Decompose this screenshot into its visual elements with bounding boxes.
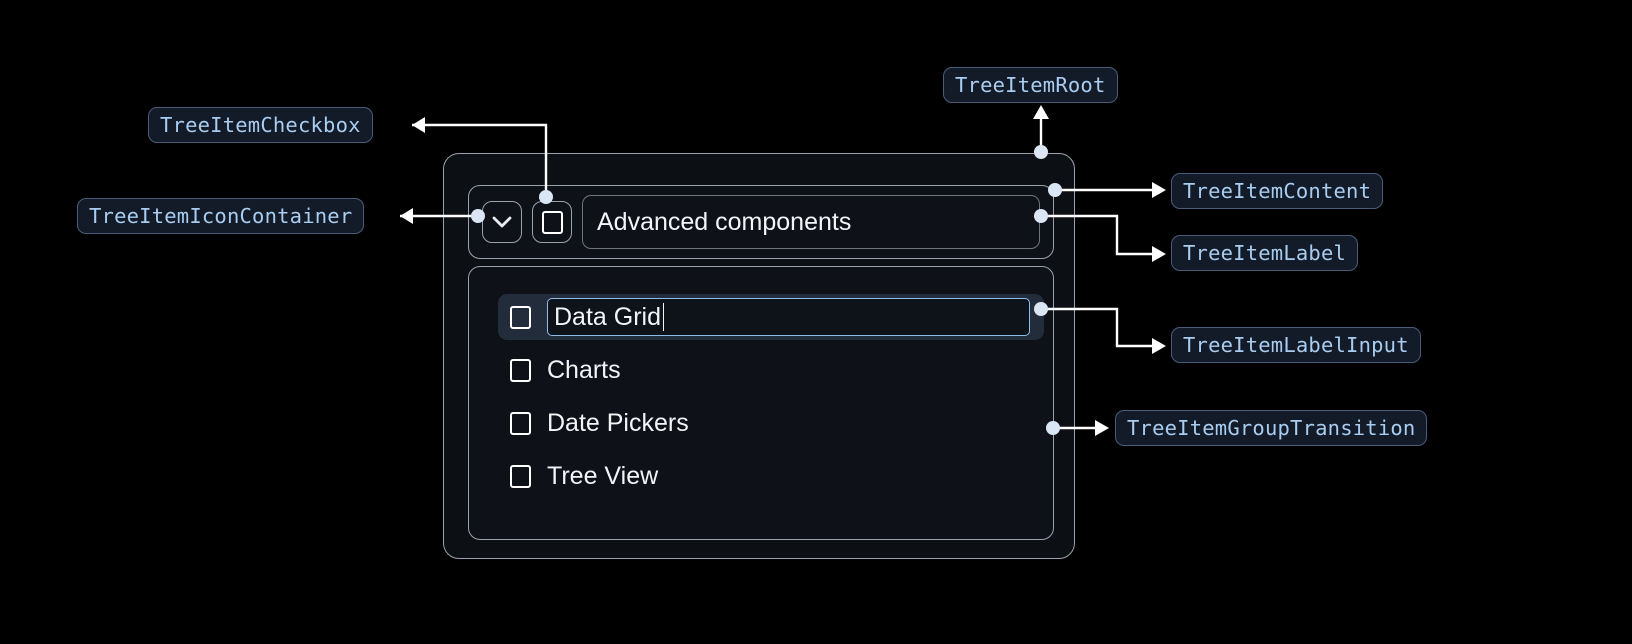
tree-item-icon-container[interactable] bbox=[482, 201, 522, 243]
text-caret bbox=[662, 303, 665, 331]
arrowhead-group-transition bbox=[1095, 420, 1109, 436]
annotation-label: TreeItemLabel bbox=[1183, 241, 1347, 265]
tree-item-label-text: Date Pickers bbox=[547, 408, 689, 437]
annotation-chip-treeitemroot: TreeItemRoot bbox=[943, 67, 1118, 103]
tree-item-child-data-grid[interactable]: Data Grid bbox=[498, 294, 1044, 340]
tree-item-checkbox[interactable] bbox=[532, 201, 572, 243]
annotation-label: TreeItemGroupTransition bbox=[1127, 416, 1416, 440]
tree-item-label-input-value: Data Grid bbox=[554, 302, 661, 331]
checkbox-square-icon[interactable] bbox=[510, 305, 531, 329]
annotation-chip-treeitemlabelinput: TreeItemLabelInput bbox=[1171, 327, 1421, 363]
tree-item-label-text: Advanced components bbox=[597, 207, 852, 236]
arrowhead-icon-container bbox=[400, 208, 413, 224]
annotation-label: TreeItemRoot bbox=[955, 73, 1106, 97]
checkbox-square-icon[interactable] bbox=[510, 358, 531, 382]
tree-item-label-text: Tree View bbox=[547, 461, 659, 490]
annotation-label: TreeItemLabelInput bbox=[1183, 333, 1409, 357]
arrowhead-label-input bbox=[1152, 338, 1166, 354]
tree-item-root[interactable]: Advanced components Data Grid Charts Dat… bbox=[443, 153, 1075, 559]
tree-item-label-text: Charts bbox=[547, 355, 621, 384]
chevron-down-icon bbox=[492, 216, 512, 228]
annotation-chip-treeitemcontent: TreeItemContent bbox=[1171, 173, 1384, 209]
annotation-chip-treeitemlabel: TreeItemLabel bbox=[1171, 235, 1359, 271]
checkbox-square-icon bbox=[541, 210, 563, 234]
annotation-chip-treeitemgrouptransition: TreeItemGroupTransition bbox=[1115, 410, 1428, 446]
annotation-chip-treeitemiconcontainer: TreeItemIconContainer bbox=[77, 198, 365, 234]
annotation-label: TreeItemContent bbox=[1183, 179, 1372, 203]
annotation-chip-treeitemcheckbox: TreeItemCheckbox bbox=[148, 107, 373, 143]
checkbox-square-icon[interactable] bbox=[510, 411, 531, 435]
arrowhead-root bbox=[1033, 105, 1049, 119]
tree-item-child-charts[interactable]: Charts bbox=[498, 347, 1044, 393]
tree-item-child-date-pickers[interactable]: Date Pickers bbox=[498, 400, 1044, 446]
arrowhead-label bbox=[1152, 246, 1166, 262]
annotation-label: TreeItemIconContainer bbox=[89, 204, 353, 228]
tree-item-content[interactable]: Advanced components bbox=[468, 185, 1054, 259]
tree-item-label-input[interactable]: Data Grid bbox=[547, 298, 1030, 336]
annotation-label: TreeItemCheckbox bbox=[160, 113, 361, 137]
checkbox-square-icon[interactable] bbox=[510, 464, 531, 488]
arrowhead-checkbox bbox=[412, 117, 425, 133]
tree-item-group-transition: Data Grid Charts Date Pickers Tree View bbox=[468, 266, 1054, 540]
arrowhead-content bbox=[1152, 182, 1166, 198]
tree-item-child-tree-view[interactable]: Tree View bbox=[498, 453, 1044, 499]
tree-item-label[interactable]: Advanced components bbox=[582, 195, 1040, 249]
